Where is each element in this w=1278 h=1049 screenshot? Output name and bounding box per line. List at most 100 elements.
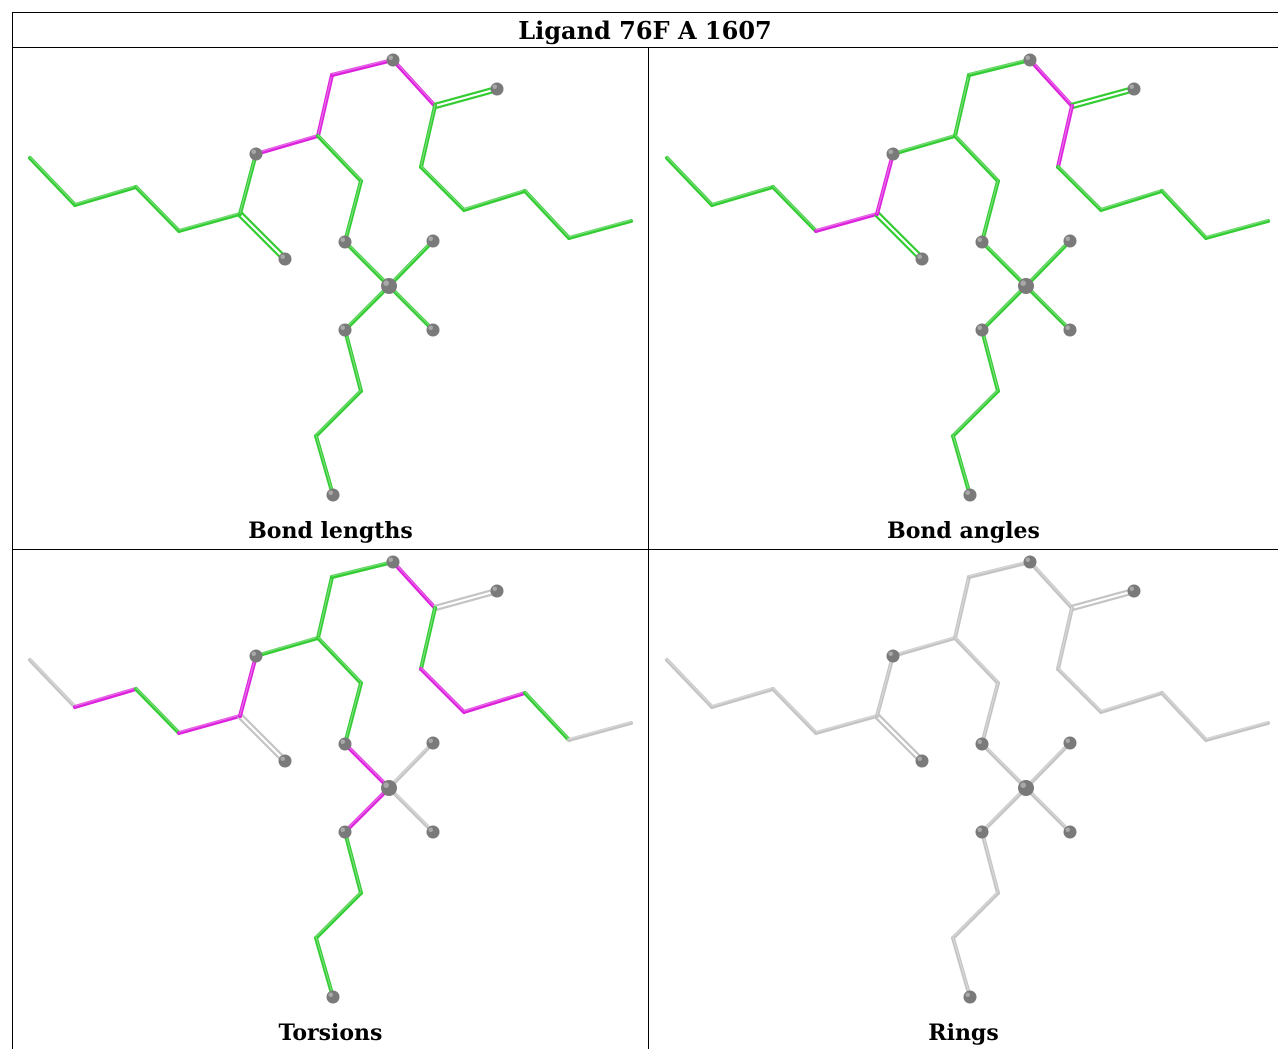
- bond-L3-L4: [771, 687, 818, 735]
- atom-O5: [1063, 323, 1077, 337]
- atom-O2: [386, 555, 400, 569]
- bond-R1-O9: [1070, 587, 1135, 607]
- bond-L3-L4: [134, 687, 181, 735]
- atom-O4: [426, 736, 440, 750]
- atom-O2: [1023, 53, 1037, 67]
- bond-O7-D1: [343, 328, 363, 393]
- bond-R1-O9: [433, 587, 498, 607]
- atom-O2: [1023, 555, 1037, 569]
- bond-C2-O2: [967, 560, 1032, 579]
- bond-R1-R2: [419, 104, 437, 169]
- bond-L5-O8: [237, 716, 285, 764]
- bond-R1-O9: [434, 90, 499, 110]
- bond-C1-C3: [953, 636, 1000, 685]
- panel-caption: Torsions: [278, 1020, 383, 1046]
- atom-S: [381, 780, 397, 796]
- bond-R5-R6: [567, 219, 633, 240]
- bond-D2-D3: [314, 434, 335, 497]
- bond-C1-C3: [316, 636, 363, 685]
- bond-O3-S: [980, 742, 1028, 790]
- bond-L1-L2: [665, 156, 714, 207]
- bond-R1-R2: [419, 606, 437, 671]
- bond-C3-O3: [980, 179, 1000, 244]
- atom-O3: [975, 235, 989, 249]
- molecule-bond-angles: [665, 53, 1270, 502]
- atom-O8: [915, 252, 929, 266]
- bond-O1-C1: [254, 134, 320, 156]
- bond-R5-R6: [567, 721, 633, 742]
- bond-R1-O9: [1071, 592, 1136, 612]
- bond-R1-R2: [1056, 104, 1074, 169]
- bond-R4-R5: [523, 691, 571, 742]
- bond-L3-L4: [134, 185, 181, 233]
- bond-R3-R4: [1099, 189, 1164, 212]
- atom-O7: [338, 825, 352, 839]
- bond-R2-R3: [1056, 165, 1103, 212]
- bond-R1-O9: [1070, 85, 1135, 105]
- bond-L5-O1: [238, 152, 258, 216]
- bond-L4-L5: [177, 212, 242, 233]
- atom-S: [1018, 278, 1034, 294]
- bond-S-O4: [387, 741, 435, 790]
- bond-S-O7: [343, 284, 391, 332]
- bond-R1-O9: [434, 592, 499, 612]
- bond-D2-D3: [951, 936, 972, 999]
- bond-C3-O3: [980, 681, 1000, 746]
- bond-O3-S: [980, 240, 1028, 288]
- bond-R3-R4: [1099, 691, 1164, 714]
- bond-L2-L3: [710, 185, 775, 207]
- bond-L4-L5: [177, 714, 242, 735]
- atom-O3: [338, 235, 352, 249]
- top-border: [12, 12, 1278, 13]
- atom-O4: [1063, 736, 1077, 750]
- bond-R3-R4: [462, 189, 527, 212]
- bond-C1-C3: [316, 134, 363, 183]
- bond-L1-L2: [28, 156, 77, 207]
- bond-C2-O2: [330, 560, 395, 579]
- bond-R4-R5: [523, 189, 571, 240]
- atom-S: [381, 278, 397, 294]
- bond-O2-R1: [391, 58, 437, 108]
- panel-torsions: Torsions: [13, 550, 648, 1049]
- bond-O2-R1: [391, 560, 437, 610]
- atom-D3: [963, 990, 977, 1004]
- bond-L5-O8: [877, 211, 925, 259]
- bond-D2-D3: [951, 434, 972, 497]
- bond-O3-S: [343, 240, 391, 288]
- bond-L5-O8: [240, 211, 288, 259]
- atom-O8: [915, 754, 929, 768]
- bond-L5-O1: [875, 152, 895, 216]
- bond-R1-O9: [1071, 90, 1136, 110]
- atom-O1: [249, 649, 263, 663]
- atom-O2: [386, 53, 400, 67]
- bond-L5-O8: [877, 713, 925, 761]
- bond-O3-S: [343, 742, 391, 790]
- bond-L4-L5: [814, 714, 879, 735]
- bond-S-O5: [387, 284, 435, 332]
- molecule-bond-lengths: [28, 53, 633, 502]
- bond-C1-C2: [953, 73, 971, 138]
- row-divider: [12, 549, 1278, 550]
- bond-S-O4: [1024, 239, 1072, 288]
- panel-rings: Rings: [649, 550, 1278, 1049]
- bond-C1-C2: [316, 73, 334, 138]
- atom-O5: [1063, 825, 1077, 839]
- bond-R4-R5: [1160, 189, 1208, 240]
- bond-L5-O8: [237, 214, 285, 262]
- bond-O7-D1: [343, 830, 363, 895]
- atom-O1: [886, 147, 900, 161]
- panel-bond-angles: Bond angles: [649, 48, 1278, 549]
- bond-S-O4: [387, 239, 435, 288]
- bond-R3-R4: [462, 691, 527, 714]
- ligand-title: Ligand 76F A 1607: [518, 16, 772, 45]
- atom-O9: [1127, 82, 1141, 96]
- bond-C1-C2: [953, 575, 971, 640]
- atom-O7: [975, 825, 989, 839]
- bond-C2-O2: [330, 58, 395, 77]
- bond-R1-O9: [433, 85, 498, 105]
- bond-R2-R3: [1056, 667, 1103, 714]
- bond-C3-O3: [343, 179, 363, 244]
- molecule-torsions: [28, 555, 633, 1004]
- bond-D2-D3: [314, 936, 335, 999]
- atom-O9: [490, 82, 504, 96]
